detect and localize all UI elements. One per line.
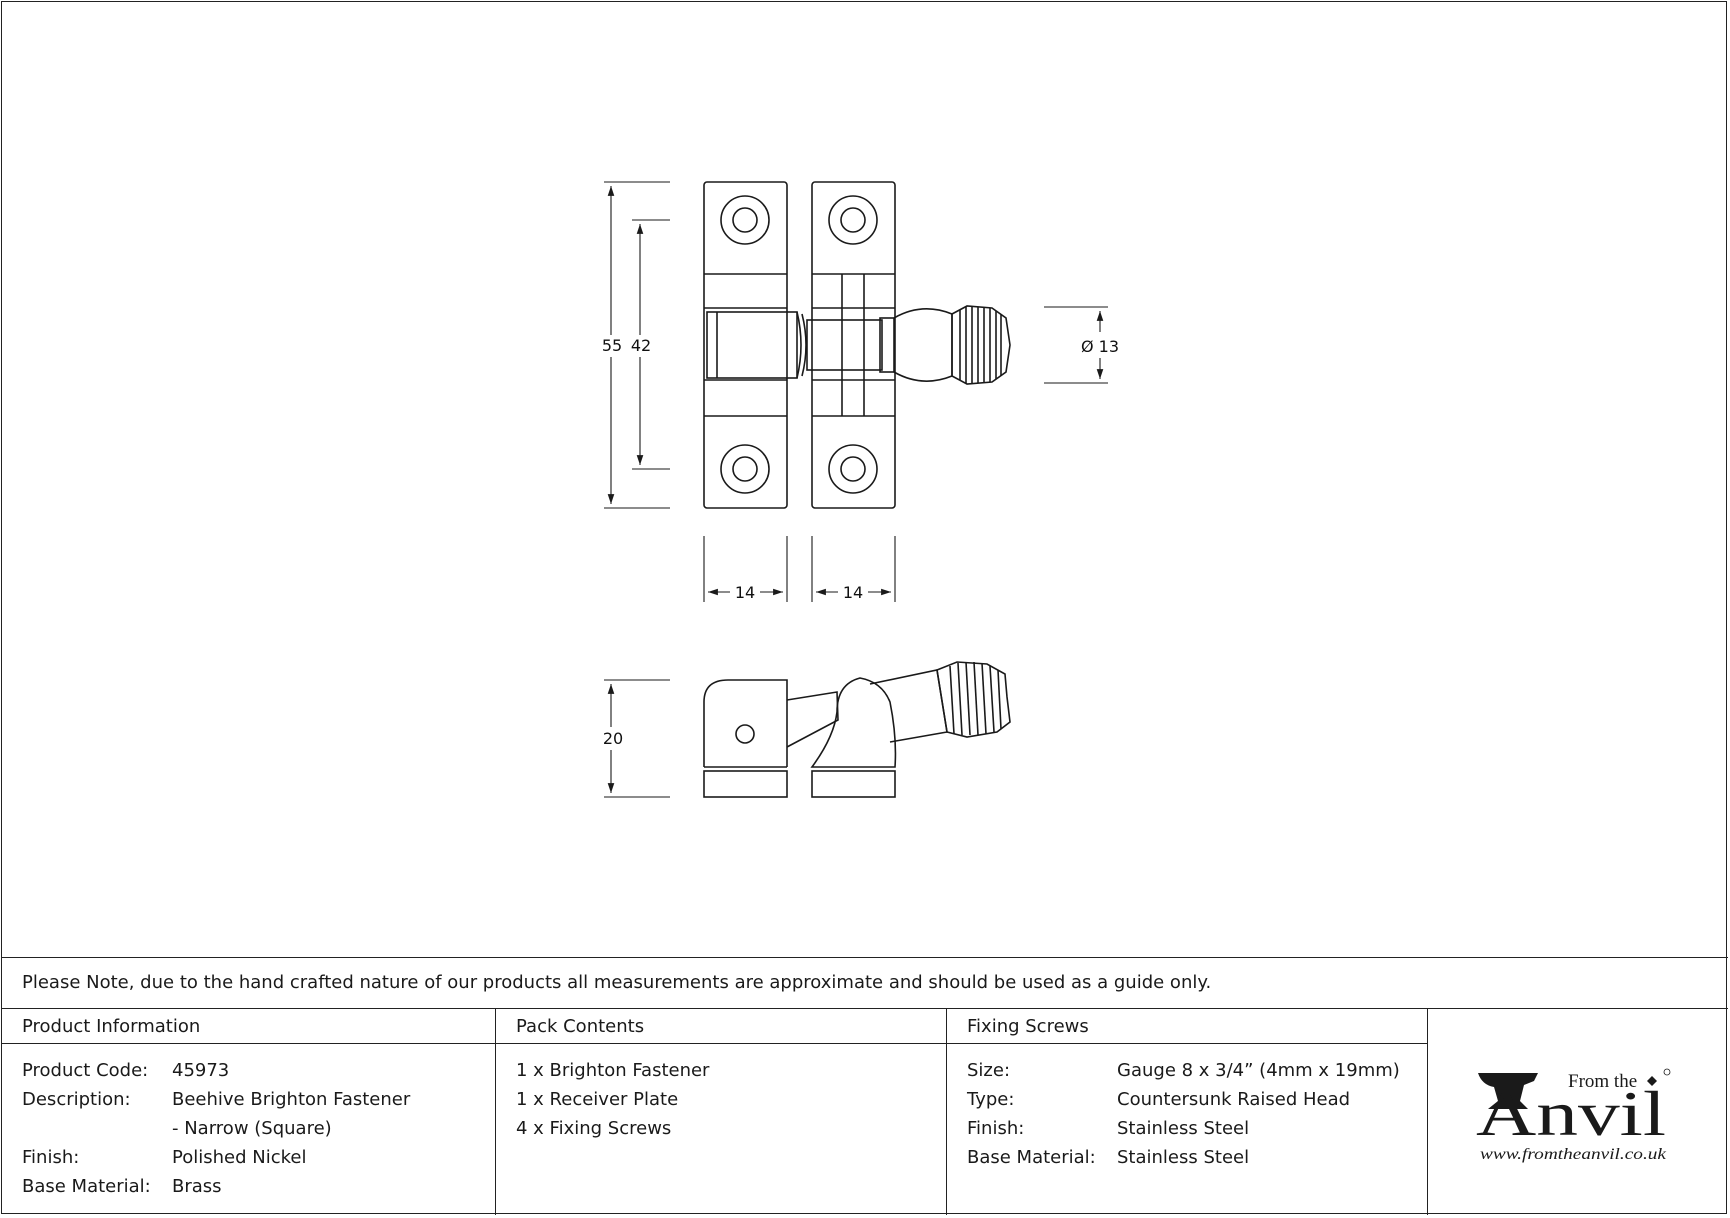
dim-diameter: Ø 13 xyxy=(1081,337,1119,356)
product-information: Product Information Product Code:45973 D… xyxy=(2,1009,495,1215)
screw-hole-icon xyxy=(720,195,770,245)
fixing-screws-title: Fixing Screws xyxy=(947,1009,1427,1044)
screw-hole-inner-icon xyxy=(840,207,866,233)
pack-contents: Pack Contents 1 x Brighton Fastener 1 x … xyxy=(495,1009,946,1215)
info-row: Finish:Stainless Steel xyxy=(967,1118,1250,1139)
dim-height-centers: 42 xyxy=(631,336,651,355)
pack-item: 4 x Fixing Screws xyxy=(516,1118,672,1139)
pack-contents-title: Pack Contents xyxy=(496,1009,946,1044)
info-row: Product Code:45973 xyxy=(22,1060,230,1081)
product-information-title: Product Information xyxy=(2,1009,495,1044)
info-panel: Product Information Product Code:45973 D… xyxy=(2,1008,1728,1215)
info-row: Finish:Polished Nickel xyxy=(22,1147,307,1168)
measurement-note: Please Note, due to the hand crafted nat… xyxy=(2,957,1728,1009)
pack-item: 1 x Brighton Fastener xyxy=(516,1060,710,1081)
anvil-logo-icon: From the Anvil www.fromtheanvil.co.uk xyxy=(1476,1068,1671,1163)
logo-url: www.fromtheanvil.co.uk xyxy=(1480,1146,1667,1163)
side-view xyxy=(703,661,1011,798)
right-plate xyxy=(811,181,896,509)
info-row: - Narrow (Square) xyxy=(172,1118,332,1139)
info-row: Type:Countersunk Raised Head xyxy=(967,1089,1351,1110)
brand-logo: From the Anvil www.fromtheanvil.co.uk xyxy=(1427,1009,1728,1215)
drawing-svg: 55 42 14 14 Ø 13 20 xyxy=(602,181,1119,798)
logo-brand: Anvil xyxy=(1476,1078,1666,1149)
technical-drawing: 55 42 14 14 Ø 13 20 xyxy=(2,2,1728,957)
screw-hole-icon xyxy=(720,444,770,494)
dimensions: 55 42 14 14 Ø 13 20 xyxy=(602,181,1119,798)
dim-side-height: 20 xyxy=(603,729,623,748)
screw-hole-icon xyxy=(828,195,878,245)
logo-from-the: From the xyxy=(1568,1071,1637,1092)
dim-width-right: 14 xyxy=(843,583,863,602)
screw-hole-icon xyxy=(828,444,878,494)
screw-hole-inner-icon xyxy=(840,456,866,482)
fixing-screws: Fixing Screws Size:Gauge 8 x 3/4” (4mm x… xyxy=(946,1009,1427,1215)
info-row: Size:Gauge 8 x 3/4” (4mm x 19mm) xyxy=(967,1060,1400,1081)
left-plate xyxy=(703,181,788,509)
front-view xyxy=(703,181,1011,509)
info-row: Description:Beehive Brighton Fastener xyxy=(22,1089,411,1110)
catch-hook xyxy=(810,677,897,768)
dim-height-total: 55 xyxy=(602,336,622,355)
info-row: Base Material:Brass xyxy=(22,1176,222,1197)
pack-item: 1 x Receiver Plate xyxy=(516,1089,679,1110)
dim-width-left: 14 xyxy=(735,583,755,602)
beehive-knob-side xyxy=(936,661,1011,738)
info-row: Base Material:Stainless Steel xyxy=(967,1147,1250,1168)
screw-hole-inner-icon xyxy=(732,207,758,233)
screw-hole-inner-icon xyxy=(732,456,758,482)
pivot-hole-icon xyxy=(735,724,755,744)
